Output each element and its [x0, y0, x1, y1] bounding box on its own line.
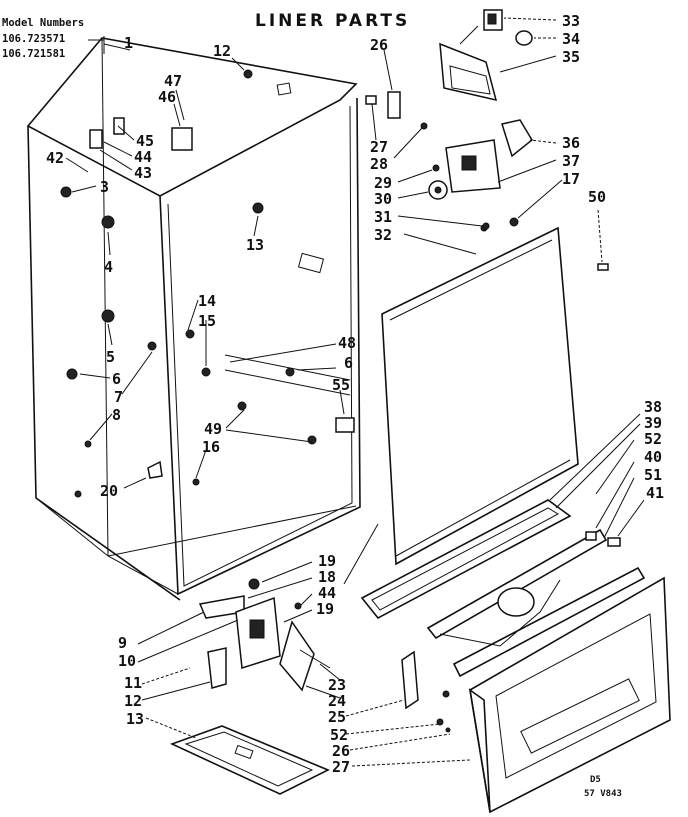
footer-code-1: D5	[590, 775, 601, 785]
callout-43: 41	[646, 484, 664, 502]
callout-24: 24	[328, 692, 346, 710]
callout-23: 23	[328, 676, 346, 694]
diagram-title: LINER PARTS	[255, 11, 410, 31]
callout-8: 8	[112, 406, 121, 424]
callout-52d: 52	[330, 726, 348, 744]
top-right-parts	[365, 9, 533, 230]
model-numbers-heading: Model Numbers	[2, 17, 84, 29]
callout-9: 9	[118, 634, 127, 652]
callout-7: 7	[114, 388, 123, 406]
callout-1: 1	[124, 34, 133, 52]
callout-45: 43	[134, 164, 152, 182]
callout-14: 12	[213, 42, 231, 60]
divider-panel	[381, 224, 609, 566]
callout-49: 47	[164, 72, 182, 90]
callout-41: 39	[644, 414, 662, 432]
callout-52: 49	[204, 420, 222, 438]
callout-39: 37	[562, 152, 580, 170]
callout-48: 46	[158, 88, 176, 106]
model-number-1: 106.723571	[2, 33, 65, 45]
callout-21: 20	[100, 482, 118, 500]
callout-36: 34	[562, 30, 580, 48]
callout-26: 26	[332, 742, 350, 760]
callout-10: 10	[118, 652, 136, 670]
callout-20: 18	[318, 568, 336, 586]
callout-13: 13	[126, 710, 144, 728]
callout-42: 40	[644, 448, 662, 466]
footer-code-2: 57 V843	[584, 789, 622, 799]
model-number-2: 106.721581	[2, 48, 65, 60]
callout-16: 14	[198, 292, 216, 310]
callout-38: 36	[562, 134, 580, 152]
callout-11: 11	[124, 674, 142, 692]
callout-33: 31	[374, 208, 392, 226]
callout-3: 3	[100, 178, 109, 196]
callout-30: 28	[370, 155, 388, 173]
callout-44: 42	[46, 149, 64, 167]
callout-19: 17	[562, 170, 580, 188]
liner-screws	[60, 69, 317, 498]
callout-47: 45	[136, 132, 154, 150]
callout-51: 50	[588, 188, 606, 206]
bottom-middle-parts	[169, 578, 331, 795]
callout-34: 32	[374, 226, 392, 244]
callout-5: 5	[106, 348, 115, 366]
callout-labels: 1 12 47 46 45 44 43 42 3 4 13 14 15 5 6 …	[46, 12, 664, 799]
callout-50: 48	[338, 334, 356, 352]
callout-31: 29	[374, 174, 392, 192]
callout-46: 44	[134, 148, 152, 166]
callout-28: 26	[370, 36, 388, 54]
callout-15: 13	[246, 236, 264, 254]
callout-52c: 52	[644, 430, 662, 448]
callout-44b: 44	[318, 584, 336, 602]
callout-12: 12	[124, 692, 142, 710]
callout-25: 25	[328, 708, 346, 726]
callout-29: 27	[370, 138, 388, 156]
callout-6b: 6	[344, 354, 353, 372]
callout-6: 6	[112, 370, 121, 388]
callout-53: 51	[644, 466, 662, 484]
leader-lines	[65, 17, 645, 767]
callout-35: 33	[562, 12, 580, 30]
callout-19b: 19	[318, 552, 336, 570]
bottom-right-parts	[360, 499, 671, 814]
callout-55: 55	[332, 376, 350, 394]
callout-4: 4	[104, 258, 113, 276]
callout-27: 27	[332, 758, 350, 776]
callout-37: 35	[562, 48, 580, 66]
callout-18: 16	[202, 438, 220, 456]
callout-17: 15	[198, 312, 216, 330]
callout-40: 38	[644, 398, 662, 416]
callout-22: 19	[316, 600, 334, 618]
cabinet-liner	[26, 37, 361, 601]
liner-brackets	[89, 117, 355, 479]
callout-32: 30	[374, 190, 392, 208]
